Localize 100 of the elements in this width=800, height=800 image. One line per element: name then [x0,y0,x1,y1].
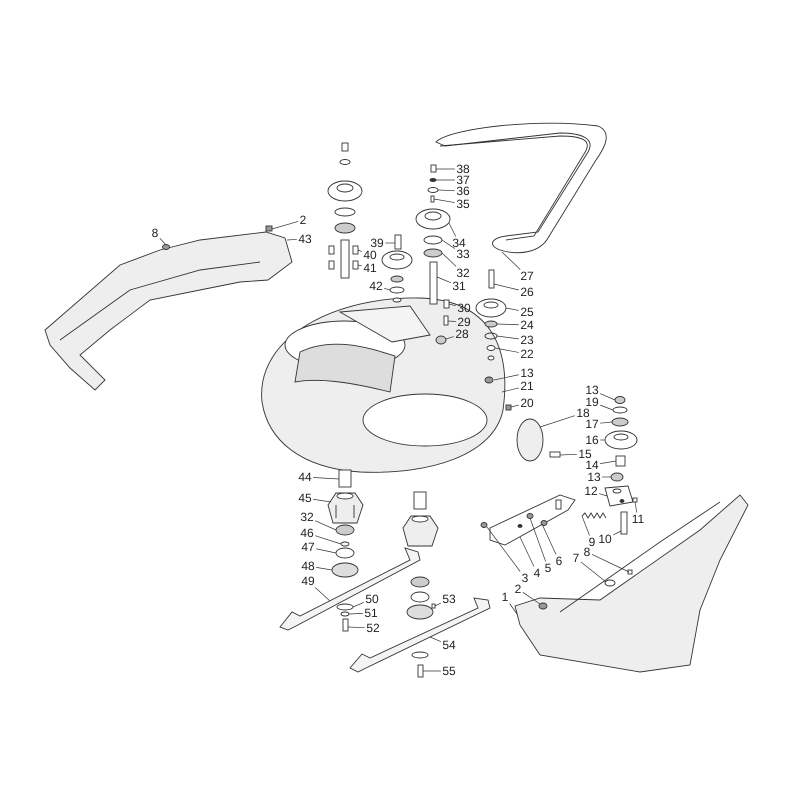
callout-number: 11 [632,513,644,525]
spacer [338,470,352,488]
callout-number: 3 [522,572,528,584]
nut [614,396,626,404]
leader-line [494,284,520,290]
callout-number: 44 [298,471,312,483]
leader-line [560,454,578,456]
pulley [476,298,506,318]
callout-number: 55 [442,665,456,677]
leader-line [600,404,614,410]
leader-line [448,320,456,322]
callout-number: 18 [576,407,590,419]
leader-line [486,526,520,572]
leader-line [438,190,456,192]
callout-number: 37 [456,174,470,186]
mower-deck [262,298,506,473]
leader-line [600,460,616,464]
leader-line [530,518,546,562]
washer [336,548,354,558]
leader-line [384,242,396,244]
callout-number: 4 [534,567,540,579]
leader-line [522,592,540,604]
bolt [418,664,424,678]
bearing [484,320,498,328]
bolt [550,452,560,458]
callout-number: 15 [578,448,592,460]
leader-line [348,626,366,628]
callout-number: 8 [152,227,158,239]
washer [424,236,442,244]
callout-number: 21 [520,380,534,392]
leader-line [312,477,340,480]
leader-line [160,238,166,246]
callout-number: 13 [585,384,599,396]
nut [162,244,170,250]
callout-number: 33 [456,248,470,260]
callout-number: 27 [520,270,534,282]
leader-line [434,198,456,203]
washer [428,187,438,193]
callout-number: 43 [298,233,312,245]
leader-line [436,276,452,283]
bolt [632,498,638,502]
pin [394,234,402,250]
callout-number: 29 [457,316,471,328]
leader-line [442,240,456,249]
callout-number: 24 [520,319,534,331]
pulley [416,208,450,230]
callout-number: 13 [520,367,534,379]
callout-number: 40 [363,249,377,261]
leader-line [496,336,520,340]
bearing [336,524,354,536]
side-guard [514,494,749,672]
leader-line [580,562,606,582]
callout-number: 36 [456,185,470,197]
bolt [432,604,436,608]
leader-line [314,587,330,602]
callout-number: 12 [584,485,598,497]
callout-number: 45 [298,492,312,504]
blade-flange [332,562,358,578]
bolt [342,618,348,632]
callout-number: 16 [585,434,599,446]
callout-number: 8 [584,546,590,558]
retaining-ring [484,332,498,340]
callout-number: 42 [369,280,383,292]
bolt [628,570,632,574]
pin [444,316,448,326]
callout-number: 51 [364,607,378,619]
callout-number: 32 [456,267,470,279]
bearing [612,418,628,426]
nut [540,520,548,526]
bearing [424,248,442,258]
callout-number: 38 [456,163,470,175]
callout-number: 34 [452,237,466,249]
callout-number: 23 [520,334,534,346]
washer [336,604,354,610]
bolt [352,260,358,270]
leader-line [272,221,298,230]
pin [488,270,494,288]
callout-number: 10 [598,533,612,545]
callout-number: 49 [301,575,315,587]
leader-line [502,388,520,392]
leader-line [600,422,612,424]
leader-line [446,336,454,340]
callout-number: 35 [456,198,470,210]
bolt [430,164,436,172]
key [430,196,434,202]
callout-number: 17 [585,418,599,430]
nut [484,376,494,384]
callout-number: 7 [572,552,580,564]
leader-line [592,554,630,572]
leader-line [358,250,362,252]
callout-number: 54 [442,639,456,651]
leader-line [316,567,332,570]
leader-line [510,404,520,408]
pulley [604,430,638,450]
callout-number: 25 [520,306,534,318]
callout-number: 5 [544,562,552,574]
leader-line [520,536,534,567]
leader-line [540,415,576,428]
callout-number: 52 [366,622,380,634]
leader-line [506,308,520,311]
